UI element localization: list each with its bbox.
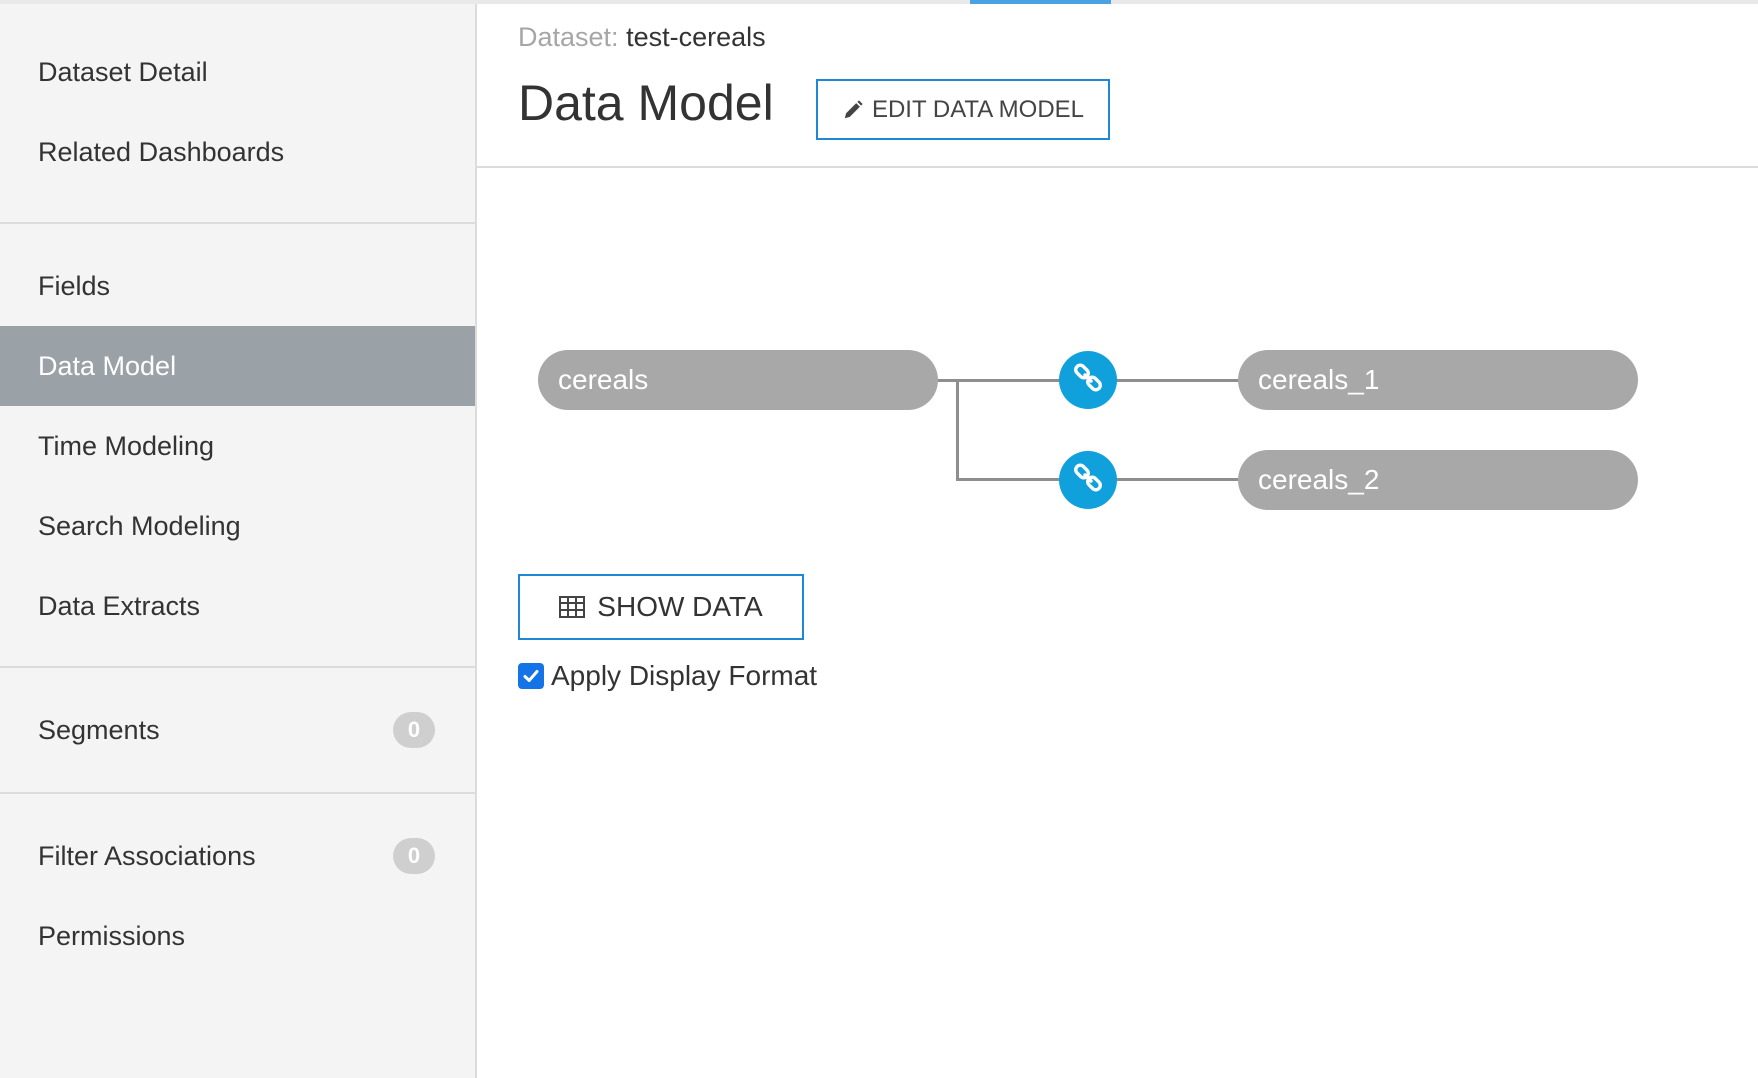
main-content: Dataset: test-cereals Data Model EDIT DA…	[477, 4, 1758, 1078]
table-node-label: cereals_1	[1258, 364, 1380, 395]
nav-group-dataset: Dataset Detail Related Dashboards	[0, 4, 475, 224]
link-icon	[1071, 361, 1105, 400]
sidebar-item-label: Time Modeling	[38, 431, 215, 461]
sidebar-item-label: Segments	[38, 715, 160, 745]
join-button[interactable]	[1059, 351, 1117, 409]
sidebar-item-label: Dataset Detail	[38, 57, 208, 87]
active-tab-indicator	[970, 0, 1111, 4]
table-node-label: cereals_2	[1258, 464, 1380, 495]
sidebar-item-time-modeling[interactable]: Time Modeling	[0, 406, 475, 486]
edit-data-model-button[interactable]: EDIT DATA MODEL	[816, 79, 1110, 140]
sidebar-item-segments[interactable]: Segments 0	[0, 690, 475, 770]
sidebar-item-permissions[interactable]: Permissions	[0, 896, 475, 976]
table-grid-icon	[559, 596, 586, 618]
sidebar-item-label: Data Model	[38, 351, 177, 381]
data-model-diagram: cereals	[477, 168, 1758, 548]
sidebar-item-search-modeling[interactable]: Search Modeling	[0, 486, 475, 566]
sidebar-item-data-extracts[interactable]: Data Extracts	[0, 566, 475, 646]
sidebar-item-dataset-detail[interactable]: Dataset Detail	[0, 32, 475, 112]
join-button[interactable]	[1059, 451, 1117, 509]
table-node-main[interactable]: cereals	[538, 350, 938, 410]
table-node-joined[interactable]: cereals_2	[1238, 450, 1638, 510]
sidebar-item-label: Permissions	[38, 921, 186, 951]
count-badge: 0	[393, 712, 435, 748]
show-data-label: SHOW DATA	[597, 591, 763, 622]
sidebar-item-label: Data Extracts	[38, 591, 201, 621]
sidebar-item-filter-associations[interactable]: Filter Associations 0	[0, 816, 475, 896]
pencil-icon	[842, 99, 864, 121]
page-header: Dataset: test-cereals Data Model EDIT DA…	[477, 4, 1758, 168]
apply-display-format-checkbox[interactable]	[518, 663, 544, 689]
page-title: Data Model	[518, 75, 774, 131]
apply-display-format: Apply Display Format	[518, 660, 817, 692]
sidebar-item-label: Filter Associations	[38, 841, 256, 871]
sidebar: Dataset Detail Related Dashboards Fields…	[0, 4, 477, 1078]
count-badge: 0	[393, 838, 435, 874]
edit-data-model-label: EDIT DATA MODEL	[871, 95, 1085, 123]
link-icon	[1071, 461, 1105, 500]
nav-group-segments: Segments 0	[0, 668, 475, 794]
nav-group-access: Filter Associations 0 Permissions	[0, 794, 475, 1004]
sidebar-item-label: Search Modeling	[38, 511, 241, 541]
table-node-joined[interactable]: cereals_1	[1238, 350, 1638, 410]
nav-group-modeling: Fields Data Model Time Modeling Search M…	[0, 224, 475, 668]
sidebar-item-label: Related Dashboards	[38, 137, 285, 167]
apply-display-format-label[interactable]: Apply Display Format	[551, 660, 818, 691]
sidebar-item-data-model[interactable]: Data Model	[0, 326, 475, 406]
breadcrumb: Dataset: test-cereals	[518, 22, 766, 53]
sidebar-item-label: Fields	[38, 271, 111, 301]
table-node-label: cereals	[558, 364, 649, 395]
top-strip	[0, 0, 1758, 4]
sidebar-item-related-dashboards[interactable]: Related Dashboards	[0, 112, 475, 192]
breadcrumb-dataset-name[interactable]: test-cereals	[626, 22, 766, 52]
breadcrumb-label: Dataset:	[518, 22, 619, 52]
checkmark-icon	[523, 670, 539, 682]
show-data-button[interactable]: SHOW DATA	[518, 574, 804, 640]
sidebar-item-fields[interactable]: Fields	[0, 246, 475, 326]
join-connector	[956, 379, 959, 481]
